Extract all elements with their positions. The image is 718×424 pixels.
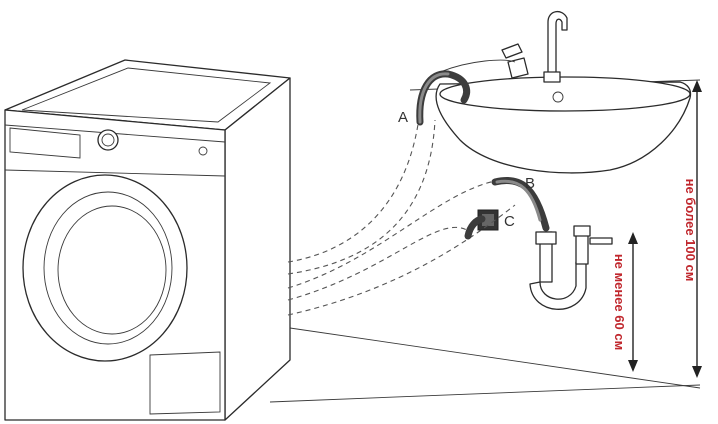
min-height-label: не менее 60 см	[612, 254, 627, 350]
washing-machine	[4, 59, 291, 421]
label-c: C	[504, 213, 515, 230]
hose-paths	[287, 109, 516, 316]
max-height-label: не более 100 см	[683, 179, 698, 282]
label-b: B	[525, 175, 535, 192]
hose-a	[416, 59, 516, 126]
sink	[435, 11, 692, 310]
dimension-min-height	[628, 232, 638, 372]
dimension-max-height	[692, 80, 702, 378]
hose-b	[491, 176, 550, 232]
hose-c	[464, 215, 486, 240]
label-a: A	[398, 109, 408, 126]
